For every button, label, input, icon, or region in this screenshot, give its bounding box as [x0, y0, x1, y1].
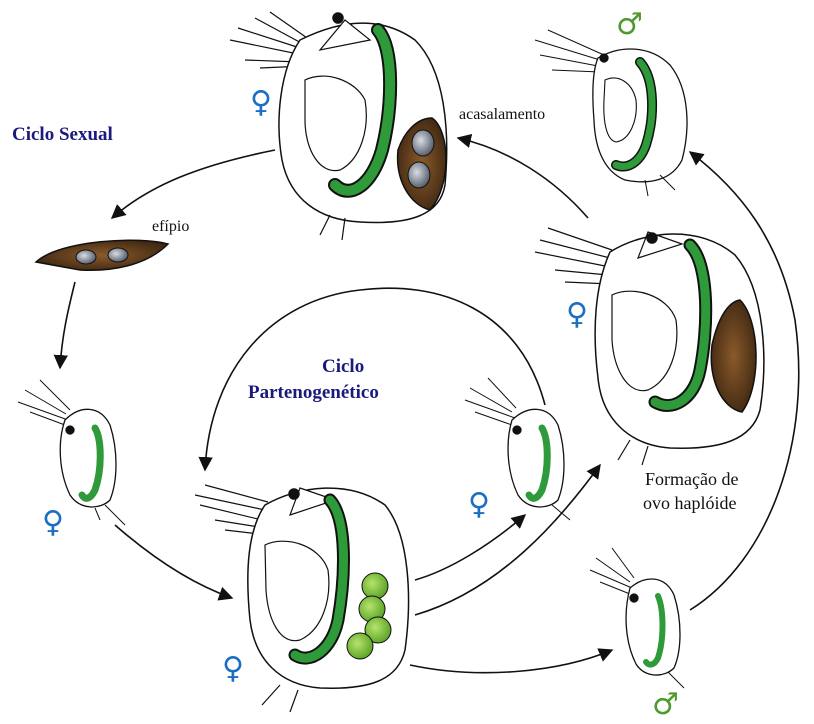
female-symbol-left: ♀ [42, 508, 64, 538]
arrow-female-to-ephippium [112, 150, 275, 218]
male-symbol-bottom: ♂ [652, 690, 679, 720]
parthenogenetic-cycle-title-line1: Ciclo [322, 356, 364, 378]
arrow-neonate-to-parthenogenetic-female [115, 525, 232, 598]
arrow-to-small-female [415, 515, 525, 580]
daphnia-female-ephippial [230, 12, 447, 240]
arrow-parthenogenetic-loop [205, 288, 545, 470]
haploid-egg-label-line2: ovo haplóide [643, 492, 736, 514]
daphnia-adult-male [535, 30, 687, 196]
ephippium [36, 240, 168, 270]
arrow-to-haploid-female [415, 465, 600, 615]
arrow-ephippium-to-neonate [60, 282, 75, 368]
arrow-haploid-female-to-mating [458, 138, 588, 218]
female-symbol-bottom: ♀ [222, 654, 244, 684]
daphnia-female-haploid-egg [535, 228, 764, 465]
parthenogenetic-cycle-title-line2: Partenogenético [248, 382, 379, 404]
female-symbol-middle: ♀ [468, 490, 490, 520]
female-symbol-top: ♀ [250, 88, 272, 118]
mating-label: acasalamento [459, 106, 545, 124]
arrow-to-male [410, 650, 612, 673]
daphnia-juvenile-male [590, 548, 684, 688]
male-symbol-top: ♂ [616, 10, 643, 40]
female-symbol-right-large: ♀ [566, 300, 588, 330]
ephippium-label: efípio [152, 218, 189, 236]
haploid-egg-label-line1: Formação de [645, 468, 738, 490]
sexual-cycle-title: Ciclo Sexual [12, 124, 113, 146]
daphnia-neonate-female [18, 380, 125, 525]
